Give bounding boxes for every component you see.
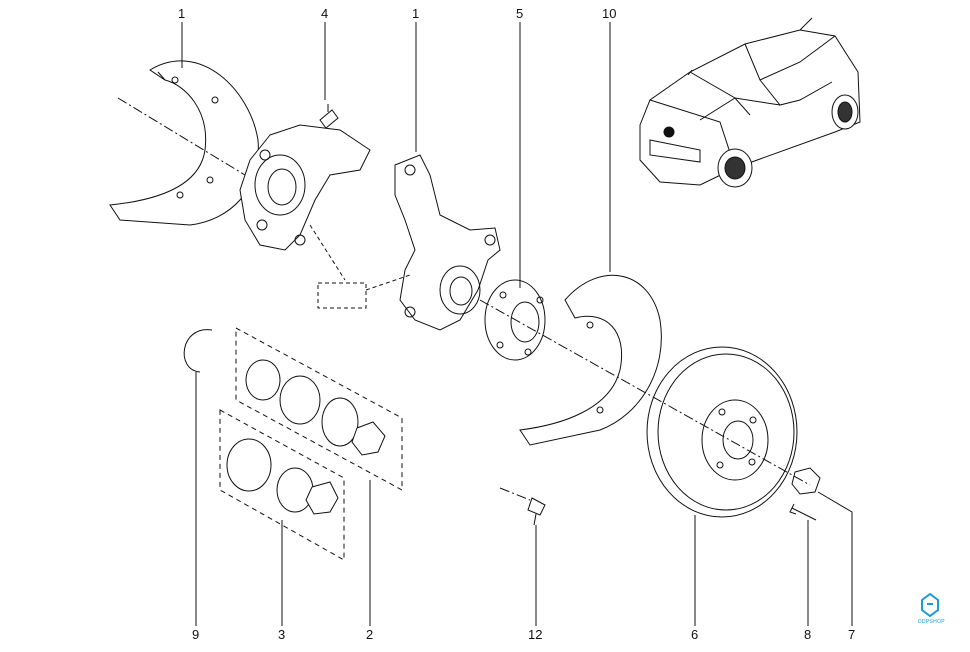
callout-1-left: 1	[178, 6, 186, 21]
callout-1-center: 1	[412, 6, 420, 21]
callout-10: 10	[602, 6, 617, 21]
callout-9: 9	[192, 627, 200, 642]
callout-4: 4	[321, 6, 329, 21]
dust-shield-left	[110, 61, 258, 225]
circlip	[184, 330, 212, 372]
bearing-kit-2	[236, 328, 402, 490]
disc-bolt	[790, 504, 816, 520]
callout-5: 5	[516, 6, 524, 21]
callout-3: 3	[278, 627, 286, 642]
vehicle-illustration	[640, 18, 860, 187]
callout-8: 8	[804, 627, 812, 642]
hub-nut	[792, 468, 820, 494]
sensor-ref-box	[318, 283, 366, 308]
callout-6: 6	[691, 627, 699, 642]
axis-lines	[118, 98, 810, 500]
brake-disc	[647, 347, 797, 517]
steering-knuckle-left	[240, 104, 370, 250]
dust-shield-right	[520, 275, 661, 445]
shield-bolt	[528, 498, 545, 525]
callout-12: 12	[528, 627, 543, 642]
steering-knuckle-center	[395, 155, 500, 330]
ddpshop-logo-icon	[922, 594, 938, 616]
brand-logo-text: DDPSHOP	[918, 619, 945, 625]
callout-2: 2	[366, 627, 374, 642]
leader-lines	[182, 22, 852, 626]
bearing-kit-3	[220, 410, 344, 560]
callout-7: 7	[848, 627, 856, 642]
